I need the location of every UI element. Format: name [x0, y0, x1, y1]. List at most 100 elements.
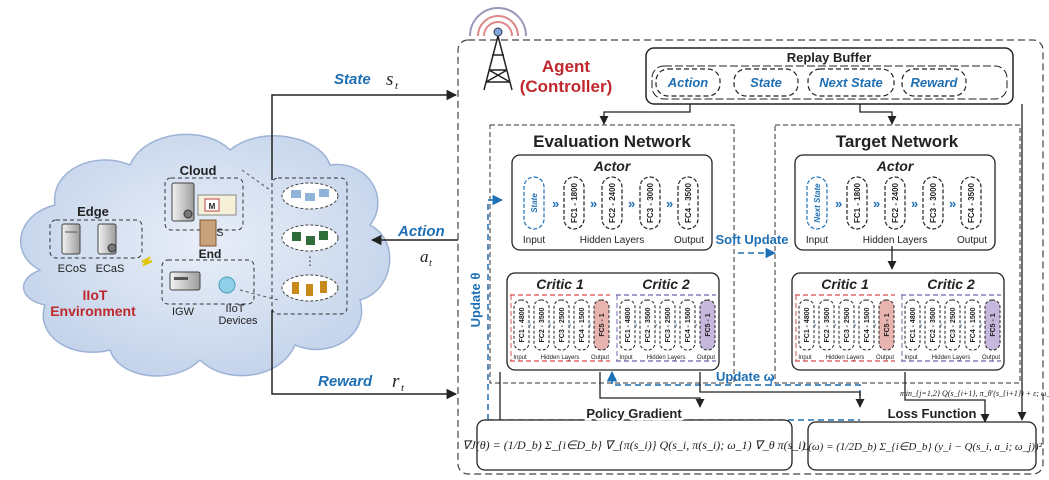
critic-input-caption: Input [513, 355, 527, 361]
critic-2-title: Critic 2 [642, 276, 690, 292]
update-theta-arrow [487, 194, 504, 420]
critic-layer-node [573, 299, 590, 351]
ecas-server-icon [97, 223, 117, 255]
critic-layer-label: FC5 - 1 [705, 313, 712, 336]
replay-buffer-field-action[interactable]: Action [655, 68, 721, 97]
replay-buffer-field-state[interactable]: State [733, 68, 799, 97]
chevron-right-icon: › [874, 322, 877, 329]
signals: State s t Action a t Reward r t [271, 69, 458, 400]
wireless-link-icon [141, 255, 153, 267]
actor-title: Actor [876, 158, 915, 174]
replay-buffer-fields: Action State Next State Reward [651, 65, 1008, 100]
critic-layer-node [513, 299, 530, 351]
chevron-right-icon: › [980, 322, 983, 329]
critic-layer-node [818, 299, 835, 351]
agent-subtitle: (Controller) [520, 77, 613, 96]
cloud-label: Cloud [180, 163, 217, 178]
actor-output-caption: Output [957, 235, 987, 246]
actor-layer-label: FC4 - 3500 [684, 182, 693, 223]
critic-hidden-caption: Hidden Layers [541, 355, 580, 361]
ellipsis: ⋮ [304, 254, 316, 268]
state-label: State [334, 71, 371, 88]
critic-layer-node [904, 299, 921, 351]
chevron-right-icon: › [675, 322, 678, 329]
update-omega-subscript: j [769, 376, 773, 386]
critic-input-caption: Input [619, 355, 633, 361]
actor-layer-label: FC3 - 3000 [646, 182, 655, 223]
chevron-right-icon: » [552, 196, 559, 211]
actor-input-label: Next State [813, 183, 822, 223]
critic-layer-node [798, 299, 815, 351]
actor-layer-label: FC2 - 2400 [891, 182, 900, 223]
critic-layer-label: FC2 - 3500 [824, 307, 831, 342]
chevron-right-icon: › [589, 322, 592, 329]
critic-hidden-caption: Hidden Layers [647, 355, 686, 361]
ecos-label: ECoS [58, 263, 87, 275]
chevron-right-icon: › [834, 322, 837, 329]
critic-layer-node [984, 299, 1001, 351]
actor-input-node [523, 176, 545, 230]
critic-layer-label: FC5 - 1 [884, 313, 891, 336]
igw-gateway-icon [169, 271, 201, 291]
critic-layer-node [838, 299, 855, 351]
critic-layer-node [553, 299, 570, 351]
critic-layer-label: FC1 - 4800 [519, 307, 526, 342]
actor-hidden-caption: Hidden Layers [863, 235, 927, 246]
critic-2-title: Critic 2 [927, 276, 975, 292]
actor-layer-node [639, 176, 661, 230]
chevron-right-icon: » [911, 196, 918, 211]
critic-layer-node [593, 299, 610, 351]
chevron-right-icon: » [590, 196, 597, 211]
loss-function-title: Loss Function [888, 406, 977, 421]
chevron-right-icon: › [854, 322, 857, 329]
actor-input-node [806, 176, 828, 230]
actor-layer-node [601, 176, 623, 230]
critic-layer-node [679, 299, 696, 351]
actor-layer-label: FC1 - 1800 [853, 182, 862, 223]
replay-buffer-field-reward[interactable]: Reward [901, 68, 967, 97]
actor-layer-node [922, 176, 944, 230]
evaluation-network-title: Evaluation Network [533, 132, 691, 151]
critic-layer-label: FC4 - 1500 [864, 307, 871, 342]
reward-label: Reward [318, 373, 373, 390]
chevron-right-icon: » [628, 196, 635, 211]
replay-buffer-field-label: Action [667, 75, 709, 90]
critic-layer-node [964, 299, 981, 351]
replay-buffer-field-label: Reward [911, 75, 959, 90]
critic-layer-node [944, 299, 961, 351]
state-symbol: s [386, 69, 393, 90]
mini-label: M [209, 202, 216, 211]
policy-gradient-box[interactable] [476, 419, 793, 471]
edge-box [49, 219, 143, 259]
loss-function-box[interactable] [807, 421, 1037, 471]
critic-output-caption: Output [982, 355, 1000, 361]
actor-input-label: State [530, 193, 539, 213]
critic-1-title: Critic 1 [821, 276, 869, 292]
chevron-right-icon: » [873, 196, 880, 211]
actor-layer-label: FC1 - 1800 [570, 182, 579, 223]
replay-buffer-field-label: State [750, 75, 782, 90]
critic-layer-label: FC3 - 2500 [844, 307, 851, 342]
ecos-server-icon [61, 223, 81, 255]
critic-layer-label: FC3 - 2500 [665, 307, 672, 342]
critic-layer-label: FC1 - 4800 [625, 307, 632, 342]
igw-label: IGW [172, 306, 195, 318]
end-label: End [199, 247, 222, 261]
chevron-right-icon: › [655, 322, 658, 329]
replay-buffer-field-next-state[interactable]: Next State [807, 68, 895, 97]
critic-layer-label: FC4 - 1500 [970, 307, 977, 342]
critic-hidden-caption: Hidden Layers [932, 355, 971, 361]
critic-layer-node [858, 299, 875, 351]
actor-layer-node [677, 176, 699, 230]
ccs-server-icon [171, 182, 237, 222]
chevron-right-icon: › [635, 322, 638, 329]
agent-title: Agent [542, 57, 591, 76]
reward-arrow [271, 310, 458, 400]
critic-layer-label: FC3 - 2500 [950, 307, 957, 342]
soft-update-label: Soft Update [716, 232, 789, 247]
actor-layer-node [846, 176, 868, 230]
